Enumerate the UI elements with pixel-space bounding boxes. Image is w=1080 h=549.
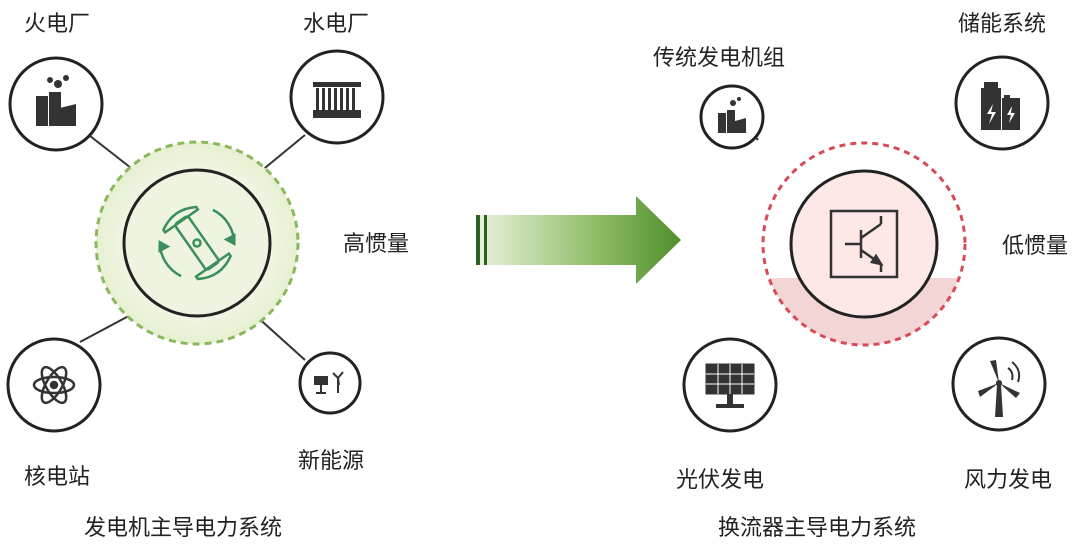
solar-wind-icon (314, 371, 344, 394)
wind-node (951, 336, 1047, 432)
storage-label: 储能系统 (958, 12, 1047, 37)
transistor-converter-icon (829, 209, 899, 279)
right-center-converter (761, 141, 967, 347)
atom-icon (32, 365, 76, 405)
low-inertia-label: 低惯量 (1002, 234, 1069, 259)
traditional-generator-label: 传统发电机组 (653, 46, 786, 71)
renewable-label: 新能源 (298, 449, 365, 474)
nuclear-plant-node (6, 337, 102, 433)
left-system-caption: 发电机主导电力系统 (84, 516, 283, 541)
left-center-generator (94, 140, 300, 346)
solar-node (682, 337, 778, 433)
nuclear-plant-label: 核电站 (24, 465, 91, 490)
hydro-plant-label: 水电厂 (303, 12, 370, 37)
transition-arrow (476, 196, 681, 284)
solar-label: 光伏发电 (676, 468, 765, 493)
storage-node (954, 55, 1050, 151)
renewable-node (298, 351, 362, 415)
dam-icon (313, 82, 361, 118)
high-inertia-label: 高惯量 (343, 232, 410, 257)
thermal-plant-label: 火电厂 (24, 12, 91, 37)
factory-icon (36, 75, 76, 126)
factory-icon (718, 97, 746, 133)
synchronous-generator-icon (158, 205, 236, 281)
battery-icon (981, 82, 1020, 130)
thermal-plant-node (8, 56, 104, 152)
traditional-generator-node (699, 84, 765, 150)
hydro-plant-node (289, 49, 385, 145)
wind-turbine-icon (978, 360, 1021, 417)
wind-label: 风力发电 (964, 468, 1053, 493)
right-system-caption: 换流器主导电力系统 (718, 516, 917, 541)
solar-panel-icon (705, 363, 755, 408)
